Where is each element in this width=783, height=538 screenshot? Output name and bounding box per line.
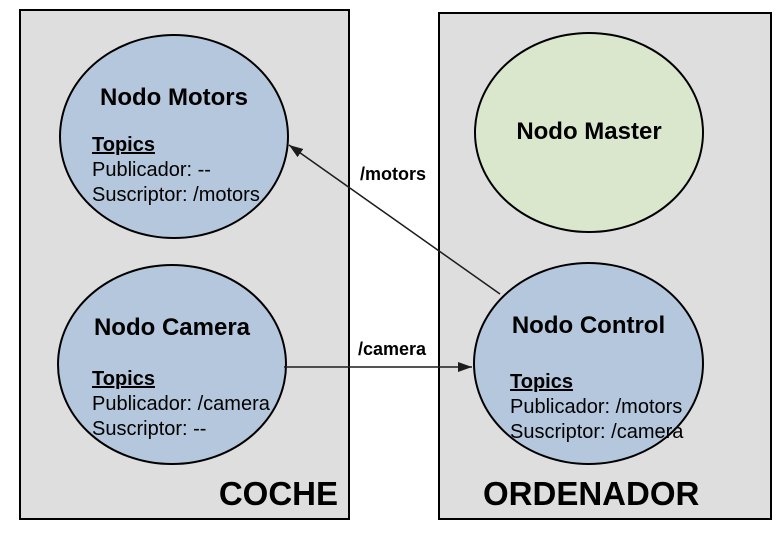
node-control-topics: Topics Publicador: /motors Suscriptor: /… bbox=[510, 370, 683, 445]
topics-heading: Topics bbox=[92, 134, 155, 156]
node-camera: Nodo Camera Topics Publicador: /camera S… bbox=[57, 264, 287, 465]
node-master-title: Nodo Master bbox=[516, 118, 662, 145]
subscriber-line: Suscriptor: /camera bbox=[510, 421, 684, 443]
publisher-line: Publicador: /camera bbox=[92, 393, 270, 415]
topics-heading: Topics bbox=[510, 371, 573, 393]
node-motors-topics: Topics Publicador: -- Suscriptor: /motor… bbox=[92, 133, 260, 208]
node-master: Nodo Master bbox=[474, 32, 704, 233]
ordenador-group-label: ORDENADOR bbox=[483, 475, 700, 512]
node-motors-title: Nodo Motors bbox=[100, 84, 248, 111]
publisher-line: Publicador: /motors bbox=[510, 396, 683, 418]
coche-group-label: COCHE bbox=[218, 475, 338, 512]
subscriber-line: Suscriptor: -- bbox=[92, 418, 207, 440]
coche-group-box: COCHE Nodo Motors Topics Publicador: -- … bbox=[19, 9, 350, 520]
topics-heading: Topics bbox=[92, 368, 155, 390]
motors-topic-label: /motors bbox=[360, 164, 427, 184]
subscriber-line: Suscriptor: /motors bbox=[92, 184, 260, 206]
node-motors: Nodo Motors Topics Publicador: -- Suscri… bbox=[59, 34, 289, 239]
node-control-title: Nodo Control bbox=[511, 312, 666, 339]
publisher-line: Publicador: -- bbox=[92, 159, 211, 181]
node-camera-title: Nodo Camera bbox=[93, 314, 251, 341]
ordenador-group-box: ORDENADOR Nodo Master Nodo Control Topic… bbox=[438, 12, 772, 520]
node-control: Nodo Control Topics Publicador: /motors … bbox=[473, 262, 704, 465]
camera-topic-label: /camera bbox=[358, 339, 427, 359]
node-camera-topics: Topics Publicador: /camera Suscriptor: -… bbox=[92, 367, 270, 442]
